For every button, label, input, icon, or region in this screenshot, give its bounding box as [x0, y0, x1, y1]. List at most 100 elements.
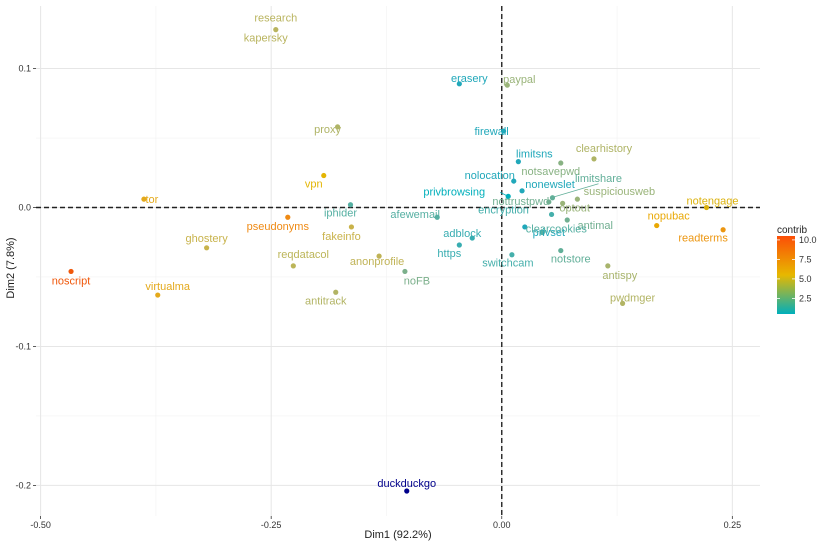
label-readterms: readterms: [678, 233, 728, 245]
label-reqdatacol: reqdatacol: [278, 249, 329, 261]
label-clearcookies: clearcookies: [526, 224, 588, 236]
label-research: research: [254, 13, 297, 25]
label-antitrack: antitrack: [305, 295, 347, 307]
point-virtualma: [155, 292, 161, 298]
point-afewemail: [434, 214, 440, 220]
label-optout: optout: [559, 202, 590, 214]
point-pwdmger: [619, 300, 626, 306]
label-pwdmger: pwdmger: [610, 292, 656, 304]
point-adblock: [469, 235, 475, 241]
y-tick-label: 0.1: [18, 64, 31, 74]
y-tick-label: 0.0: [18, 202, 31, 212]
label-iphider: iphider: [324, 208, 357, 220]
label-antispy: antispy: [602, 270, 637, 282]
point-vpn: [321, 172, 327, 179]
points-layer: [68, 27, 726, 494]
x-tick-label: 0.25: [724, 520, 742, 530]
point-limitsns: [515, 159, 521, 165]
point-antimal: [564, 217, 570, 223]
label-nolocation: nolocation: [465, 170, 515, 182]
point-tor: [141, 196, 147, 202]
point-suspiciousweb: [574, 196, 580, 202]
label-encryption: encryption: [478, 204, 529, 216]
label-erasery: erasery: [451, 73, 488, 85]
point-notsavepwd: [558, 160, 564, 166]
label-duckduckgo: duckduckgo: [377, 478, 436, 490]
point-research: [273, 27, 279, 33]
legend-tick-label: 7.5: [799, 254, 812, 264]
point-privbrowsing: [505, 193, 511, 199]
point-switchcam: [509, 252, 515, 258]
label-virtualma: virtualma: [145, 281, 191, 293]
label-notstore: notstore: [551, 254, 591, 266]
legend: contrib 10.07.55.02.5: [777, 225, 817, 314]
labels-layer: research kapersky erasery paypal proxy firewa…: [52, 13, 739, 490]
point-https: [456, 242, 462, 248]
point-ghostery: [204, 245, 210, 251]
point-notengage: [703, 204, 710, 211]
point-erasery: [456, 81, 462, 87]
point-clearcookies: [539, 229, 545, 236]
label-firewall: firewall: [474, 126, 508, 138]
point-optout: [560, 200, 566, 206]
y-axis-title: Dim2 (7.8%): [5, 237, 17, 298]
label-switchcam: switchcam: [482, 258, 533, 270]
point-notstore: [558, 247, 564, 254]
label-fakeinfo: fakeinfo: [322, 231, 361, 243]
point-encryption: [548, 211, 555, 218]
label-suspiciousweb: suspiciousweb: [584, 186, 656, 198]
point-privset: [522, 224, 528, 230]
point-anonprofile: [376, 253, 382, 259]
point-iphider: [347, 202, 354, 208]
label-paypal: paypal: [503, 74, 535, 86]
point-proxy: [334, 124, 341, 130]
label-kapersky: kapersky: [244, 33, 289, 45]
point-nottrustpwd: [546, 199, 552, 205]
legend-ticks: 10.07.55.02.5: [777, 235, 817, 303]
label-tor: tor: [145, 194, 158, 206]
label-clearhistory: clearhistory: [576, 143, 633, 155]
reference-lines: [36, 6, 760, 516]
point-antispy: [605, 263, 611, 269]
label-proxy: proxy: [314, 124, 341, 136]
label-noFB: noFB: [404, 275, 430, 287]
x-tick-label: -0.25: [261, 520, 282, 530]
label-nopubac: nopubac: [648, 211, 691, 223]
point-antitrack: [333, 289, 339, 295]
label-notengage: notengage: [687, 195, 739, 207]
point-clearhistory: [591, 156, 597, 162]
leader-privbrowsing: [500, 192, 507, 196]
point-nopubac: [654, 222, 660, 229]
x-axis-title: Dim1 (92.2%): [364, 529, 431, 541]
y-tick-label: -0.2: [15, 480, 31, 490]
label-afewemail: afewemail: [390, 209, 440, 221]
label-anonprofile: anonprofile: [350, 256, 404, 268]
legend-tick-label: 5.0: [799, 274, 812, 284]
point-noscript: [68, 268, 74, 275]
label-notsavepwd: notsavepwd: [521, 166, 580, 178]
point-nonewslet: [519, 188, 525, 194]
legend-tick-label: 10.0: [799, 235, 817, 245]
point-reqdatacol: [290, 263, 296, 269]
label-privbrowsing: privbrowsing: [423, 186, 485, 198]
legend-colorbar: [777, 236, 795, 314]
leader-limitshare: [554, 183, 599, 198]
label-nonewslet: nonewslet: [525, 179, 575, 191]
label-pseudonyms: pseudonyms: [247, 221, 310, 233]
point-fakeinfo: [348, 224, 355, 230]
legend-title: contrib: [777, 225, 807, 236]
label-noscript: noscript: [52, 275, 91, 287]
point-firewall: [501, 128, 507, 134]
y-tick-label: -0.1: [15, 341, 31, 351]
label-privset: privset: [533, 227, 565, 239]
label-adblock: adblock: [443, 228, 481, 240]
point-limitshare: [549, 195, 556, 201]
point-duckduckgo: [404, 488, 410, 494]
label-ghostery: ghostery: [186, 233, 229, 245]
label-antimal: antimal: [578, 220, 613, 232]
label-limitshare: limitshare: [575, 173, 622, 185]
point-noFB: [402, 268, 408, 275]
x-tick-label: 0.00: [493, 520, 511, 530]
label-https: https: [437, 248, 461, 260]
